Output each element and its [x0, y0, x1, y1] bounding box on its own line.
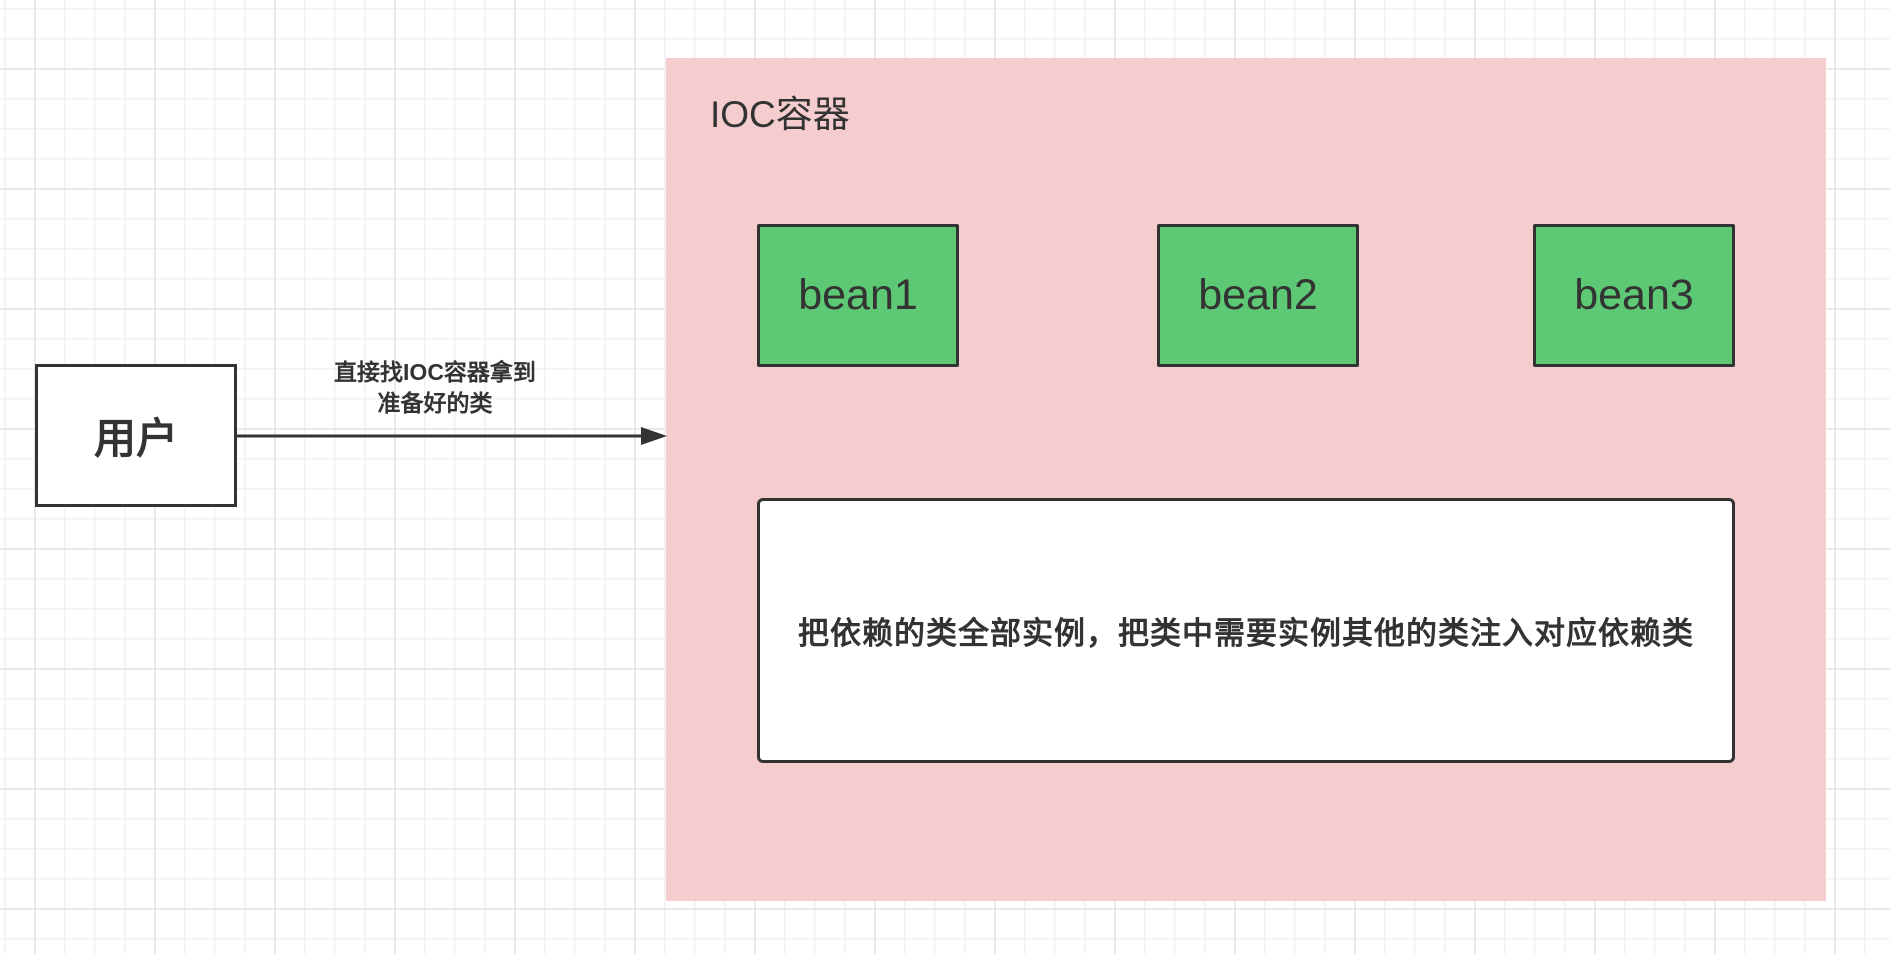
arrow-head-icon	[641, 427, 667, 445]
bean-node-3[interactable]: bean3	[1533, 224, 1735, 367]
ioc-container[interactable]	[666, 58, 1826, 901]
injection-note-text: 把依赖的类全部实例，把类中需要实例其他的类注入对应依赖类	[798, 616, 1694, 651]
edge-label-line-2: 准备好的类	[377, 390, 493, 416]
user-node[interactable]: 用户	[35, 364, 237, 507]
bean-node-2[interactable]: bean2	[1157, 224, 1359, 367]
bean-node-1[interactable]: bean1	[757, 224, 959, 367]
bean-label: bean3	[1574, 271, 1694, 319]
bean-label: bean2	[1198, 271, 1318, 319]
ioc-container-title: IOC容器	[710, 94, 850, 135]
user-node-label: 用户	[93, 415, 178, 462]
edge-label: 直接找IOC容器拿到 准备好的类	[300, 357, 570, 419]
bean-label: bean1	[798, 271, 918, 319]
injection-note-box[interactable]: 把依赖的类全部实例，把类中需要实例其他的类注入对应依赖类	[757, 498, 1735, 763]
user-to-container-arrow[interactable]	[237, 420, 669, 452]
edge-label-line-1: 直接找IOC容器拿到	[334, 359, 536, 385]
